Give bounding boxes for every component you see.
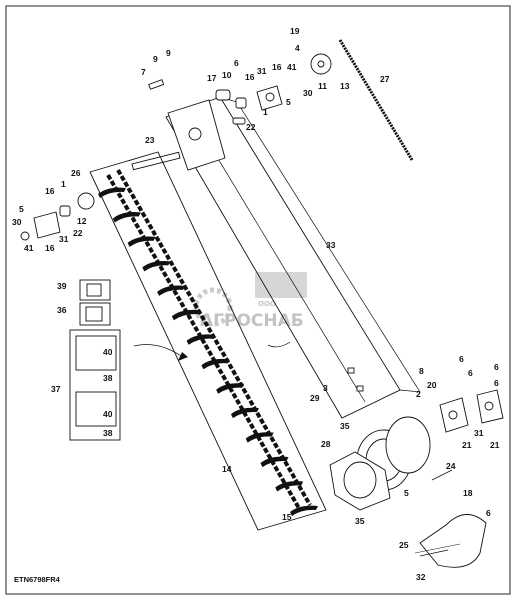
callout: 16 bbox=[45, 186, 55, 196]
paddle-icon bbox=[260, 456, 289, 468]
paddle-icon bbox=[171, 309, 200, 321]
paddle-icon bbox=[112, 212, 141, 223]
callout: 3 bbox=[323, 383, 328, 393]
callout: 16 bbox=[45, 243, 55, 253]
callout: 23 bbox=[145, 135, 155, 145]
callout: 20 bbox=[427, 380, 437, 390]
callout: 36 bbox=[57, 305, 67, 315]
paddle-icon bbox=[275, 481, 304, 492]
callout: 17 bbox=[207, 73, 217, 83]
callout: 40 bbox=[103, 409, 113, 419]
callout: 31 bbox=[474, 428, 484, 438]
paddle-icon bbox=[142, 260, 171, 272]
paddle-icon bbox=[230, 407, 259, 419]
callout: 5 bbox=[19, 204, 24, 214]
callout: 1 bbox=[61, 179, 66, 189]
callout: 7 bbox=[141, 67, 146, 77]
callout: 21 bbox=[490, 440, 500, 450]
callout: 31 bbox=[59, 234, 69, 244]
bearing-plates bbox=[431, 389, 504, 481]
callout: 12 bbox=[77, 216, 87, 226]
conveyor-housing bbox=[165, 96, 421, 419]
chute bbox=[414, 514, 487, 568]
callout: 16 bbox=[272, 62, 282, 72]
watermark-gear-icon bbox=[193, 287, 233, 327]
callout: 22 bbox=[73, 228, 83, 238]
left-shaft-parts bbox=[20, 151, 181, 241]
paddle-icon bbox=[245, 432, 274, 443]
callouts: 19 4 9 9 7 6 10 16 17 31 16 41 11 13 30 … bbox=[12, 26, 500, 582]
paddle-icon bbox=[216, 383, 245, 394]
callout: 26 bbox=[71, 168, 81, 178]
callout: 21 bbox=[462, 440, 472, 450]
callout: 13 bbox=[340, 81, 350, 91]
callout: 30 bbox=[12, 217, 22, 227]
callout: 31 bbox=[257, 66, 267, 76]
callout: 5 bbox=[286, 97, 291, 107]
callout: 11 bbox=[318, 81, 327, 91]
callout: 6 bbox=[494, 378, 499, 388]
callout: 38 bbox=[103, 373, 113, 383]
upper-shaft-parts bbox=[148, 79, 283, 125]
callout: 2 bbox=[416, 389, 421, 399]
callout: 1 bbox=[263, 107, 268, 117]
paddle-icon bbox=[157, 285, 186, 296]
callout: 40 bbox=[103, 347, 113, 357]
watermark-company-name: АГРОСНАБ bbox=[200, 311, 304, 331]
paddle-icon bbox=[98, 187, 126, 198]
callout: 24 bbox=[446, 461, 456, 471]
callout: 27 bbox=[380, 74, 390, 84]
callout: 38 bbox=[103, 428, 113, 438]
watermark-company-prefix: ООО bbox=[258, 300, 276, 308]
callout: 32 bbox=[416, 572, 426, 582]
kit-boxes bbox=[69, 279, 188, 441]
callout: 4 bbox=[295, 43, 300, 53]
callout: 33 bbox=[326, 240, 336, 250]
drawing-code: ETN6798FR4 bbox=[14, 575, 61, 584]
callout: 22 bbox=[246, 122, 256, 132]
callout: 25 bbox=[399, 540, 409, 550]
callout: 5 bbox=[404, 488, 409, 498]
callout: 14 bbox=[222, 464, 232, 474]
drive-chain bbox=[338, 39, 414, 161]
callout: 6 bbox=[494, 362, 499, 372]
callout: 29 bbox=[310, 393, 320, 403]
callout: 28 bbox=[321, 439, 331, 449]
callout: 9 bbox=[166, 48, 171, 58]
callout: 30 bbox=[303, 88, 313, 98]
callout: 39 bbox=[57, 281, 67, 291]
callout: 37 bbox=[51, 384, 61, 394]
callout: 6 bbox=[459, 354, 464, 364]
paddle-icon bbox=[290, 505, 318, 516]
paddle-icon bbox=[201, 358, 230, 370]
discharge-housing bbox=[329, 416, 431, 511]
paddle-icon bbox=[186, 334, 215, 345]
callout: 41 bbox=[287, 62, 297, 72]
callout: 18 bbox=[463, 488, 473, 498]
callout: 9 bbox=[153, 54, 158, 64]
callout: 19 bbox=[290, 26, 300, 36]
callout: 35 bbox=[355, 516, 365, 526]
callout: 35 bbox=[340, 421, 350, 431]
callout: 8 bbox=[419, 366, 424, 376]
callout: 41 bbox=[24, 243, 34, 253]
conveyor-chain-panel bbox=[89, 151, 327, 531]
callout: 6 bbox=[486, 508, 491, 518]
sprocket bbox=[310, 53, 332, 75]
callout: 15 bbox=[282, 512, 292, 522]
paddle-icon bbox=[127, 236, 156, 247]
diagram-border bbox=[5, 5, 511, 595]
conveyor-paddles bbox=[98, 187, 318, 516]
callout: 6 bbox=[468, 368, 473, 378]
callout: 16 bbox=[245, 72, 255, 82]
callout: 10 bbox=[222, 70, 232, 80]
callout: 6 bbox=[234, 58, 239, 68]
